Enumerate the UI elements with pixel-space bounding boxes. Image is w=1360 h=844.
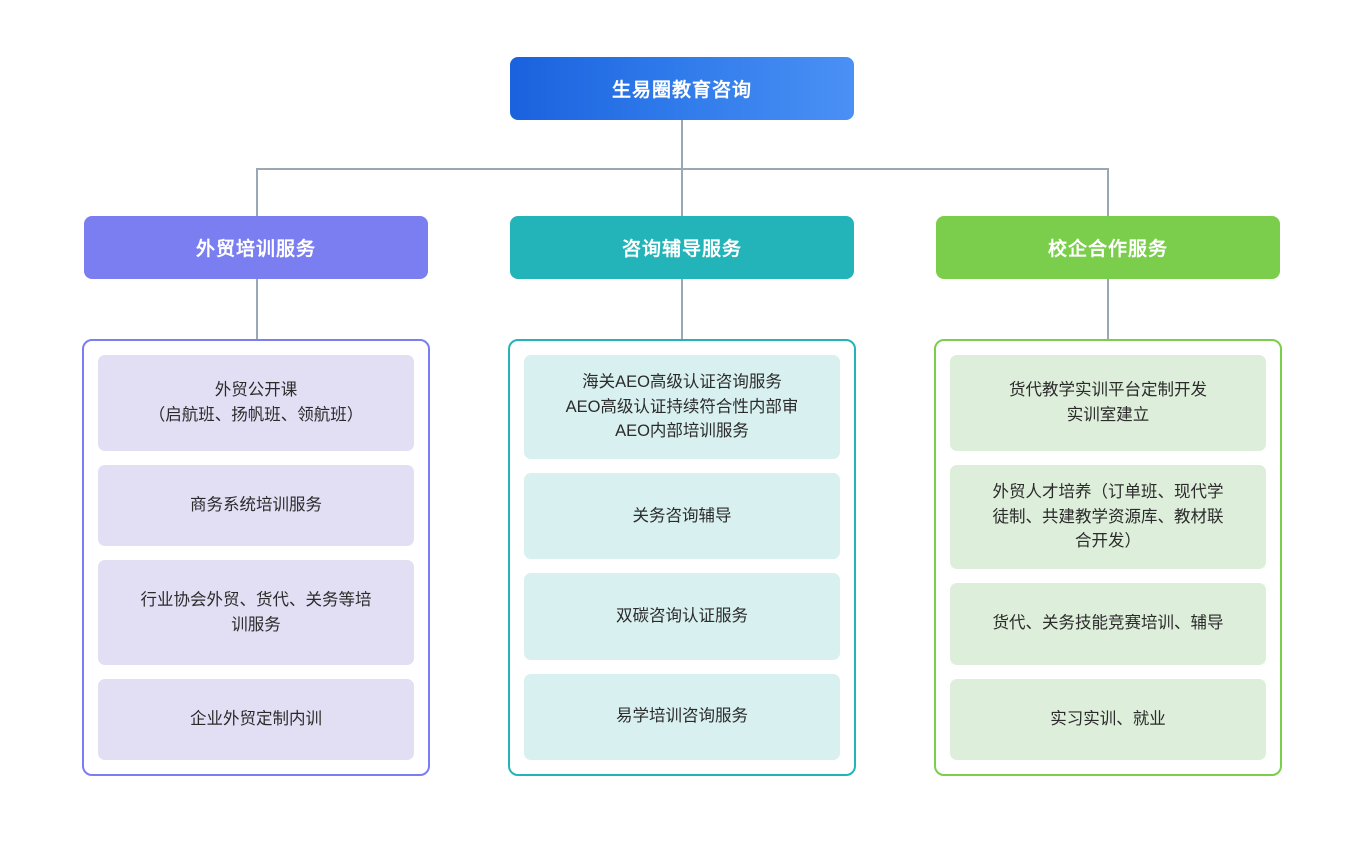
- leaf-card[interactable]: 企业外贸定制内训: [98, 679, 414, 760]
- branch-container-1: 外贸公开课 （启航班、扬帆班、领航班） 商务系统培训服务 行业协会外贸、货代、关…: [82, 339, 430, 776]
- connector-stem-branch-3: [1107, 279, 1109, 339]
- leaf-card[interactable]: 关务咨询辅导: [524, 473, 840, 560]
- leaf-card[interactable]: 双碳咨询认证服务: [524, 573, 840, 660]
- connector-stem-branch-2: [681, 279, 683, 339]
- branch-header-xiaoqi-hezuo[interactable]: 校企合作服务: [936, 216, 1280, 279]
- branch-container-3: 货代教学实训平台定制开发 实训室建立 外贸人才培养（订单班、现代学 徒制、共建教…: [934, 339, 1282, 776]
- leaf-card[interactable]: 货代教学实训平台定制开发 实训室建立: [950, 355, 1266, 451]
- leaf-card[interactable]: 易学培训咨询服务: [524, 673, 840, 760]
- connector-drop-branch-1: [256, 168, 258, 216]
- leaf-card[interactable]: 外贸公开课 （启航班、扬帆班、领航班）: [98, 355, 414, 451]
- branch-header-waimao-peixun[interactable]: 外贸培训服务: [84, 216, 428, 279]
- root-node[interactable]: 生易圈教育咨询: [510, 57, 854, 120]
- leaf-card[interactable]: 货代、关务技能竞赛培训、辅导: [950, 583, 1266, 665]
- leaf-card[interactable]: 商务系统培训服务: [98, 465, 414, 546]
- leaf-card[interactable]: 实习实训、就业: [950, 678, 1266, 760]
- connector-stem-branch-1: [256, 279, 258, 339]
- connector-root-stem: [681, 120, 683, 168]
- leaf-card[interactable]: 行业协会外贸、货代、关务等培 训服务: [98, 559, 414, 666]
- connector-drop-branch-2: [681, 168, 683, 216]
- leaf-card[interactable]: 外贸人才培养（订单班、现代学 徒制、共建教学资源库、教材联 合开发）: [950, 465, 1266, 569]
- branch-container-2: 海关AEO高级认证咨询服务 AEO高级认证持续符合性内部审 AEO内部培训服务 …: [508, 339, 856, 776]
- branch-header-zixun-fudao[interactable]: 咨询辅导服务: [510, 216, 854, 279]
- leaf-card[interactable]: 海关AEO高级认证咨询服务 AEO高级认证持续符合性内部审 AEO内部培训服务: [524, 355, 840, 459]
- connector-drop-branch-3: [1107, 168, 1109, 216]
